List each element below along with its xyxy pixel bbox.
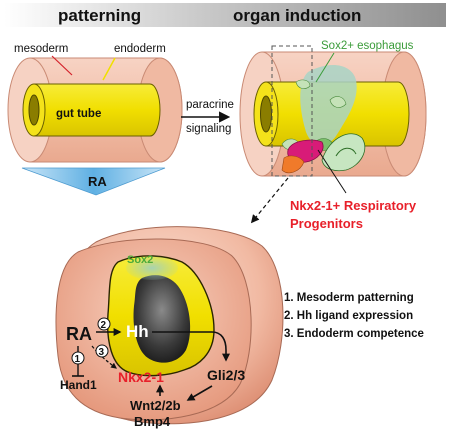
- sox2-esophagus-label: Sox2+ esophagus: [321, 40, 414, 52]
- ra-to-nkx-arrow: [91, 345, 117, 369]
- header-patterning: patterning: [58, 6, 141, 25]
- gli-label: Gli2/3: [207, 367, 245, 383]
- ra-label: RA: [88, 174, 107, 189]
- sox2-label: Sox2: [127, 254, 153, 266]
- legend-item-2: 2. Hh ligand expression: [284, 310, 413, 322]
- nkx-label-line1: Nkx2-1+ Respiratory: [290, 198, 417, 213]
- step1-text: 1: [75, 354, 81, 365]
- legend-item-1: 1. Mesoderm patterning: [284, 292, 414, 304]
- gli-to-wnt-arrow: [186, 385, 213, 401]
- step2-badge: [97, 317, 111, 331]
- step2-text: 2: [101, 320, 107, 331]
- nkx-label-line2: Progenitors: [290, 216, 363, 231]
- ra-bottom-label: RA: [66, 324, 92, 344]
- nkx-pointer: [317, 149, 347, 194]
- paracrine-label-line2: signaling: [186, 123, 231, 135]
- gut-tube-label: gut tube: [56, 108, 101, 120]
- step3-text: 3: [99, 347, 105, 358]
- lumen: [133, 275, 191, 363]
- sox2-pointer: [315, 52, 335, 83]
- ra-gradient-wedge: [21, 167, 166, 196]
- step1-badge: [71, 351, 85, 365]
- zoom-connector: [250, 177, 289, 224]
- header-bar: [4, 3, 446, 27]
- endoderm-label: endoderm: [114, 43, 166, 55]
- endoderm-pointer: [102, 57, 116, 81]
- organ-induction-cylinder: [239, 51, 427, 177]
- cross-section: [55, 226, 284, 425]
- selection-box: [271, 45, 313, 177]
- header-organ-induction: organ induction: [233, 6, 361, 25]
- bmp4-label: Bmp4: [134, 414, 171, 429]
- sox2-domain: [300, 65, 357, 146]
- patterning-cylinder: [7, 57, 183, 163]
- step3-badge: [95, 344, 109, 358]
- paracrine-label-line1: paracrine: [186, 99, 234, 111]
- nkx2-1-label: Nkx2-1: [118, 369, 164, 385]
- wnt-label: Wnt2/2b: [130, 398, 181, 413]
- hh-label: Hh: [126, 322, 149, 341]
- hand1-label: Hand1: [60, 378, 97, 392]
- mesoderm-label: mesoderm: [14, 43, 68, 55]
- hh-to-gli-arrow: [152, 331, 230, 362]
- nkx-orange-patch: [281, 155, 305, 174]
- mesoderm-pointer: [51, 55, 73, 76]
- legend-item-3: 3. Endoderm competence: [284, 328, 424, 340]
